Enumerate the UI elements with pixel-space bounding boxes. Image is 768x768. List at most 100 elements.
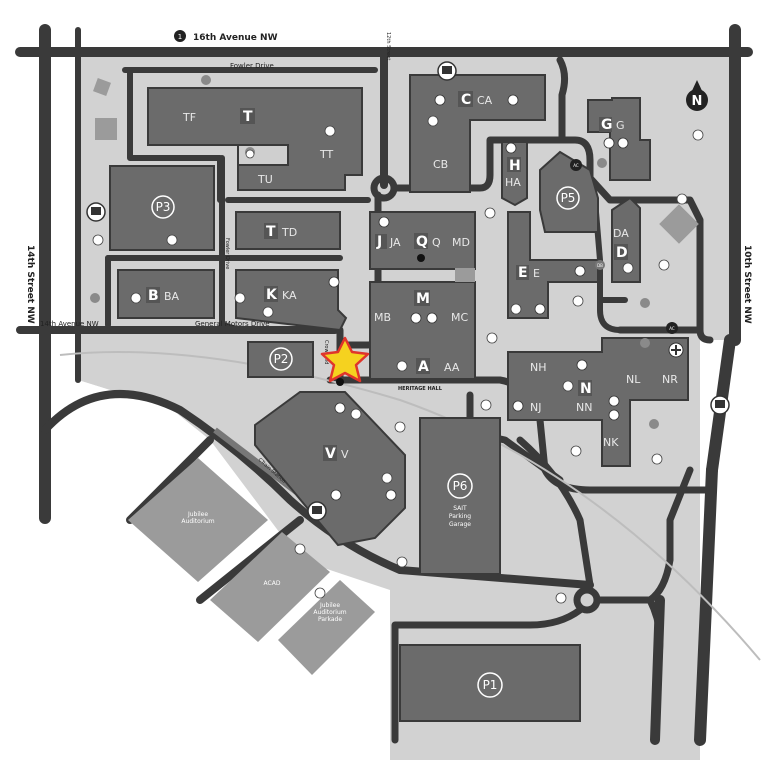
jubilee-line-2: Auditorium (181, 518, 214, 525)
code-md: MD (452, 236, 470, 249)
amenity-icon (484, 207, 496, 219)
restroom-icon (512, 400, 524, 412)
building-jubilee-parkade (278, 580, 375, 675)
info-icon (336, 378, 344, 386)
building-t-notch (237, 144, 289, 166)
first-aid-icon (668, 342, 684, 358)
amenity-icon (314, 587, 326, 599)
restroom-icon (385, 489, 397, 501)
heritage-hall-label: HERITAGE HALL (398, 386, 443, 392)
amenity-icon (676, 193, 688, 205)
code-nh: NH (530, 361, 547, 374)
small-block (455, 268, 475, 282)
label-general-motors-drive: General Motors Drive (195, 320, 270, 328)
restroom-icon (603, 137, 615, 149)
amenity-icon (294, 543, 306, 555)
building-acad (210, 532, 330, 642)
code-aa: AA (444, 361, 460, 374)
acad-label: ACAD (264, 580, 281, 587)
code-ha: HA (505, 176, 521, 189)
label-16th-avenue: 16th Avenue NW (193, 33, 278, 43)
building-d-block (611, 196, 641, 283)
route-badge-icon: 1 (174, 30, 186, 42)
code-ca: CA (477, 94, 493, 107)
amenity-icon (562, 380, 574, 392)
code-tt: TT (319, 148, 334, 161)
marker-icon (597, 158, 607, 168)
amenity-icon (427, 115, 439, 127)
letter-k: K (266, 287, 278, 303)
db-label: DB (597, 263, 603, 268)
letter-h: H (509, 158, 521, 174)
restroom-icon (617, 137, 629, 149)
building-p5-block (539, 150, 599, 233)
amenity-icon (622, 262, 634, 274)
code-mb: MB (374, 311, 391, 324)
small-block (95, 118, 117, 140)
amenity-icon (350, 408, 362, 420)
parkade-line-2: Auditorium (313, 609, 346, 616)
amenity-icon (166, 234, 178, 246)
parking-p2-icon (269, 347, 293, 371)
small-block (93, 78, 111, 96)
parking-p1-label: P1 (483, 678, 498, 692)
parking-p6-icon (447, 473, 473, 499)
building-jubilee-auditorium (128, 458, 268, 582)
code-ka: KA (282, 289, 297, 302)
bus-icon (710, 395, 730, 415)
p6-line-3: Garage (449, 521, 471, 528)
building-p3-block (109, 165, 215, 251)
building-v-block (254, 391, 406, 547)
bus-icon (86, 202, 106, 222)
label-14th-avenue: 14th Avenue NW (40, 320, 99, 328)
code-e: E (533, 267, 540, 280)
parking-p1-icon (477, 672, 503, 698)
parking-p5-label: P5 (561, 191, 576, 205)
amenity-icon (234, 292, 246, 304)
label-fowler-drive-top: Fowler Drive (230, 62, 274, 70)
marker-icon (649, 419, 659, 429)
code-v: V (341, 448, 349, 461)
building-p1-block (399, 644, 581, 722)
you-are-here-star-icon (320, 336, 370, 383)
restroom-icon (507, 94, 519, 106)
parking-p5-icon (556, 186, 580, 210)
building-e-block (507, 211, 599, 319)
code-g: G (616, 119, 625, 132)
restroom-icon (328, 276, 340, 288)
restroom-icon (410, 312, 422, 324)
code-ba: BA (164, 290, 180, 303)
amenity-icon (510, 303, 522, 315)
jubilee-line-1: Jubilee (187, 511, 208, 518)
amenity-icon (572, 295, 584, 307)
atm-icon (417, 254, 425, 262)
letter-c: C (461, 92, 471, 108)
north-arrow-icon: N (686, 80, 708, 111)
amenity-icon (480, 399, 492, 411)
label-10th-street: 10th Street NW (742, 245, 752, 324)
amenity-icon (324, 125, 336, 137)
small-block (659, 204, 699, 244)
parking-p3-label: P3 (156, 200, 171, 214)
p6-line-1: SAIT (453, 505, 467, 512)
restroom-icon (608, 409, 620, 421)
restroom-icon (574, 265, 586, 277)
code-mc: MC (451, 311, 468, 324)
amenity-icon (262, 306, 274, 318)
letter-v: V (325, 446, 336, 462)
code-td: TD (281, 226, 297, 239)
label-12th-street: 12th Street (385, 32, 391, 60)
restroom-icon (378, 216, 390, 228)
amenity-icon (130, 292, 142, 304)
code-nr: NR (662, 373, 678, 386)
ac-label: AC (669, 326, 675, 331)
db-marker-icon (595, 260, 605, 270)
parking-p6-label: P6 (453, 479, 468, 493)
code-tu: TU (257, 173, 273, 186)
restroom-icon (576, 359, 588, 371)
bus-icon (437, 61, 457, 81)
ac-marker-icon (666, 322, 678, 334)
label-14th-street: 14th Street NW (25, 245, 35, 324)
svg-text:1: 1 (178, 33, 182, 41)
